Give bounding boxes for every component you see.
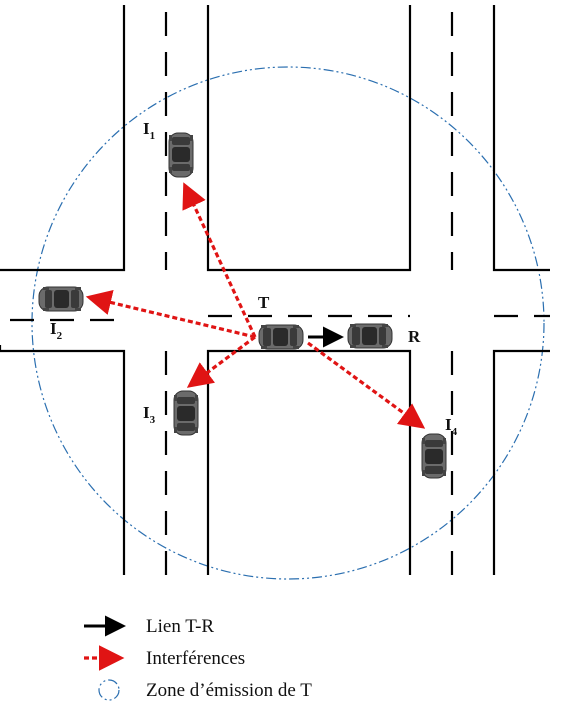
label-i2: I2: [50, 319, 63, 342]
car-i1: [168, 132, 194, 178]
legend-link-label: Lien T-R: [146, 616, 214, 637]
label-i1: I1: [143, 119, 155, 142]
label-i4: I4: [445, 415, 458, 438]
car-i3: [173, 390, 199, 436]
car-t: [258, 324, 304, 350]
emission-zone-circle: [31, 66, 545, 580]
legend-interference-label: Interférences: [146, 648, 245, 669]
label-transmitter: T: [258, 293, 270, 312]
interference-arrow-i4: [307, 341, 426, 429]
interference-arrow-i1: [182, 182, 257, 338]
car-i4: [421, 433, 447, 479]
interference-arrows: [85, 182, 426, 429]
car-i2: [38, 286, 84, 312]
interference-arrow-i2: [85, 290, 256, 339]
interference-arrow-i3: [186, 335, 256, 388]
legend-zone-label: Zone d’émission de T: [146, 680, 312, 701]
legend: Lien T-R Interférences Zone d’émission d…: [84, 615, 312, 701]
car-r: [347, 323, 393, 349]
label-receiver: R: [408, 327, 421, 346]
label-i3: I3: [143, 403, 156, 426]
legend-zone-icon: [98, 679, 120, 701]
road-network: [0, 5, 550, 575]
